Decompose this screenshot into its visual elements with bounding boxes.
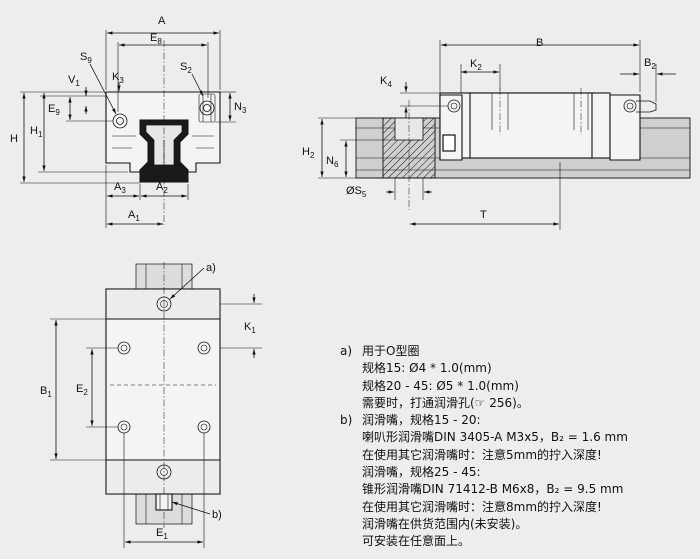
dim-A1: A1 [128, 209, 140, 223]
dim-E8: E8 [150, 32, 162, 46]
note-b-line: 润滑嘴在供货范围内(未安装)。 [362, 516, 528, 531]
dim-K4: K4 [380, 75, 392, 89]
dim-E2: E2 [76, 383, 88, 397]
dim-K3: K3 [112, 71, 124, 85]
dim-N3: N3 [234, 101, 247, 115]
note-b-line: 喇叭形润滑嘴DIN 3405-A M3x5，B₂ = 1.6 mm [362, 430, 628, 445]
note-b-label: b) [340, 413, 353, 428]
note-b-line: 在使用其它润滑嘴时：注意5mm的拧入深度! [362, 447, 602, 462]
note-a-line: 需要时，打通润滑孔(☞ 256)。 [362, 395, 529, 410]
note-a-label: a) [340, 344, 353, 358]
note-a-line: 规格20 - 45: Ø5 * 1.0(mm) [362, 378, 519, 393]
dim-S9: S9 [80, 51, 92, 65]
note-a-line: 用于O型圈 [362, 344, 420, 358]
dim-A3: A3 [114, 181, 126, 195]
dim-B2: B2 [644, 57, 656, 71]
dim-K1: K1 [244, 321, 256, 335]
dim-H: H [10, 133, 18, 145]
note-a-line: 规格15: Ø4 * 1.0(mm) [362, 361, 492, 376]
dim-K2: K2 [470, 58, 482, 72]
dim-H2: H2 [302, 146, 315, 160]
front-view: A E8 S9 K3 V1 E9 S2 N3 H [10, 15, 247, 228]
dim-S2: S2 [180, 61, 192, 75]
dim-H1: H1 [30, 125, 43, 139]
note-b-line: 可安装在任意面上。 [362, 534, 471, 549]
dim-T: T [480, 209, 487, 221]
note-a: a) 用于O型圈 [340, 343, 695, 360]
dim-B1: B1 [40, 385, 52, 399]
dim-A2: A2 [156, 181, 168, 195]
side-view: B K2 B2 K4 H2 N6 ØS5 T [302, 37, 691, 230]
dim-E9: E9 [48, 103, 60, 117]
dim-S5: ØS5 [346, 185, 367, 199]
dim-N6: N6 [326, 155, 339, 169]
callout-b: b) [212, 509, 222, 521]
dim-V1: V1 [68, 74, 80, 88]
dim-E1: E1 [156, 527, 168, 541]
top-view: a) b) K1 B1 E2 E1 [40, 262, 262, 548]
note-b-line: 在使用其它润滑嘴时：注意8mm的拧入深度! [362, 499, 602, 514]
dim-A: A [158, 15, 166, 27]
callout-a: a) [206, 262, 216, 274]
note-b-line: 润滑嘴，规格15 - 20: [362, 413, 481, 428]
note-b-line: 润滑嘴，规格25 - 45: [362, 465, 481, 480]
dim-B: B [536, 37, 543, 49]
note-b-line: 锥形润滑嘴DIN 71412-B M6x8，B₂ = 9.5 mm [362, 482, 624, 497]
note-b: b) 润滑嘴，规格15 - 20: [340, 412, 695, 429]
notes-block: a) 用于O型圈 规格15: Ø4 * 1.0(mm) 规格20 - 45: Ø5… [340, 343, 695, 551]
